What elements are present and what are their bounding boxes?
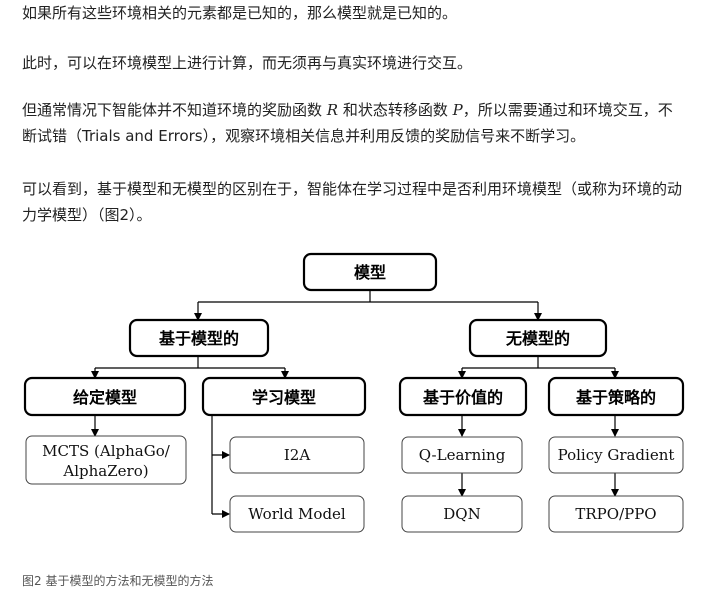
svg-text:MCTS (AlphaGo/: MCTS (AlphaGo/ [42, 442, 171, 460]
reward-function-symbol: R [326, 101, 339, 119]
paragraph-4: 可以看到，基于模型和无模型的区别在于，智能体在学习过程中是否利用环境模型（或称为… [22, 180, 683, 224]
node-policy-gradient: Policy Gradient [548, 436, 684, 474]
node-model-free: 无模型的 [468, 318, 608, 358]
svg-text:无模型的: 无模型的 [505, 329, 570, 348]
svg-text:TRPO/PPO: TRPO/PPO [575, 505, 656, 523]
node-i2a: I2A [229, 436, 365, 474]
svg-text:Policy Gradient: Policy Gradient [558, 446, 675, 464]
svg-text:基于价值的: 基于价值的 [422, 388, 503, 407]
node-model-based: 基于模型的 [128, 318, 270, 358]
svg-text:World Model: World Model [248, 505, 346, 523]
svg-text:AlphaZero): AlphaZero) [62, 462, 148, 480]
svg-text:给定模型: 给定模型 [73, 388, 137, 407]
svg-text:学习模型: 学习模型 [252, 388, 316, 407]
node-dqn: DQN [401, 495, 523, 533]
svg-text:基于模型的: 基于模型的 [158, 329, 239, 348]
node-q-learning: Q-Learning [401, 436, 523, 474]
node-policy-based: 基于策略的 [547, 376, 685, 417]
paragraph-3: 但通常情况下智能体并不知道环境的奖励函数 R 和状态转移函数 P，所以需要通过和… [22, 97, 686, 149]
svg-text:DQN: DQN [443, 505, 480, 523]
paragraph-2: 此时，可以在环境模型上进行计算，而无须再与真实环境进行交互。 [22, 54, 473, 72]
svg-text:模型: 模型 [354, 263, 386, 282]
connectors-level-1 [194, 290, 542, 321]
paragraph-3-part-b: 和状态转移函数 [338, 101, 453, 119]
paragraph-3-part-c: ，所以需要通过和环境交互，不断试错（Trials and Errors），观察环… [22, 101, 673, 145]
svg-text:I2A: I2A [284, 446, 310, 464]
connectors-level-3 [91, 415, 619, 518]
node-learn-model: 学习模型 [201, 376, 367, 417]
paragraph-3-part-a: 但通常情况下智能体并不知道环境的奖励函数 [22, 101, 327, 119]
node-mcts: MCTS (AlphaGo/ AlphaZero) [25, 435, 187, 485]
connectors-level-2 [91, 356, 619, 379]
node-given-model: 给定模型 [23, 376, 187, 417]
model-taxonomy-diagram: 模型 基于模型的 无模型的 给定模型 学习模型 基于价值的 基于策略的 MCTS… [23, 252, 685, 533]
node-value-based: 基于价值的 [398, 376, 528, 417]
node-model: 模型 [302, 252, 438, 292]
node-world-model: World Model [229, 495, 365, 533]
svg-text:Q-Learning: Q-Learning [419, 446, 506, 464]
transition-function-symbol: P [452, 101, 463, 119]
paragraph-1: 如果所有这些环境相关的元素都是已知的，那么模型就是已知的。 [22, 4, 458, 22]
node-trpo-ppo: TRPO/PPO [548, 495, 684, 533]
svg-text:基于策略的: 基于策略的 [575, 388, 656, 407]
figure-caption: 图2 基于模型的方法和无模型的方法 [22, 574, 214, 588]
